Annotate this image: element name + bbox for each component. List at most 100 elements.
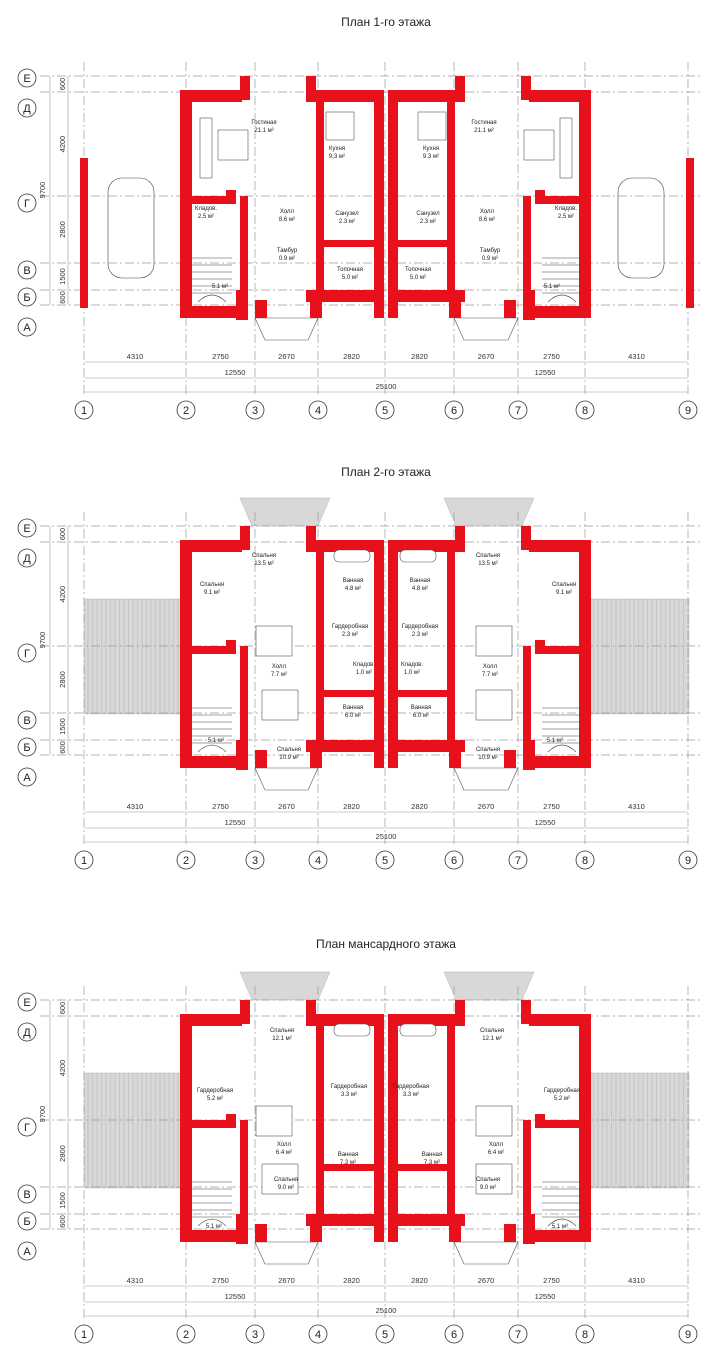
row-axis-label: А xyxy=(23,772,31,784)
room-name: Спальня xyxy=(252,553,276,559)
column-axis-label: 5 xyxy=(382,1329,388,1341)
room-name: Ванная xyxy=(410,578,431,584)
wall xyxy=(521,1000,531,1024)
room-area: 7.3 м² xyxy=(340,1160,356,1166)
wall xyxy=(180,1230,240,1242)
car-outline-left xyxy=(107,177,155,279)
dormer-roof-right xyxy=(443,971,535,1001)
column-axis-bubble xyxy=(308,400,328,420)
room-label: Кладов.1.0 м² xyxy=(401,662,423,676)
party-wall xyxy=(388,90,398,318)
room-area: 2.5 м² xyxy=(198,214,214,220)
total-dimension: 25100 xyxy=(376,832,397,841)
wall xyxy=(523,196,531,296)
row-axis-label: Б xyxy=(23,1216,30,1228)
wall xyxy=(316,96,324,296)
wall xyxy=(535,1120,585,1128)
room-name: Спальня xyxy=(274,1177,298,1183)
room-area: 6.0 м² xyxy=(413,713,429,719)
vertical-total-dimension: 9700 xyxy=(38,182,47,199)
vertical-total-dimension: 9700 xyxy=(38,1106,47,1123)
wall xyxy=(535,196,585,204)
room-area: 6.0 м² xyxy=(345,713,361,719)
wall xyxy=(240,76,250,100)
room-name: Топочная xyxy=(337,267,363,273)
total-dimension: 25100 xyxy=(376,382,397,391)
vertical-dimension: 1500 xyxy=(58,1192,67,1209)
room-name: Кухня xyxy=(423,146,439,152)
row-axis-label: Е xyxy=(23,73,30,85)
column-axis-bubble xyxy=(74,400,94,420)
row-axis-label: В xyxy=(23,1189,30,1201)
wall xyxy=(324,690,374,697)
room-area: 12.1 м² xyxy=(272,1036,291,1042)
room-name: Спальня xyxy=(480,1028,504,1034)
room-label: 5.1 м² xyxy=(208,738,224,744)
room-name: Гардеробная xyxy=(544,1088,580,1094)
wall xyxy=(455,76,465,100)
room-area: 8.6 м² xyxy=(479,217,495,223)
room-name: Тамбур xyxy=(277,248,298,254)
wall xyxy=(521,526,531,550)
room-name: Холл xyxy=(280,209,295,215)
room-area: 5.1 м² xyxy=(547,738,563,744)
room-area: 4.8 м² xyxy=(345,586,361,592)
party-wall xyxy=(374,90,384,318)
room-area: 9.1 м² xyxy=(204,590,220,596)
row-axis-label: В xyxy=(23,715,30,727)
wall xyxy=(316,546,324,746)
wall xyxy=(180,306,240,318)
row-axis-bubble xyxy=(17,643,37,663)
wall xyxy=(504,300,516,318)
bed xyxy=(475,689,513,721)
wall xyxy=(531,756,591,768)
span-dimension: 2750 xyxy=(212,352,229,361)
row-axis-label: А xyxy=(23,322,31,334)
row-axis-label: Е xyxy=(23,523,30,535)
row-axis-bubble xyxy=(17,287,37,307)
span-dimension: 2670 xyxy=(278,802,295,811)
row-axis-label: А xyxy=(23,1246,31,1258)
wall xyxy=(455,526,465,550)
wall xyxy=(180,540,242,552)
wall xyxy=(535,646,585,654)
bay-window-left xyxy=(254,1241,319,1265)
column-axis-label: 2 xyxy=(183,405,189,417)
wall xyxy=(186,196,236,204)
room-area: 10.9 м² xyxy=(478,755,497,761)
bay-window-right xyxy=(453,1241,519,1265)
wall xyxy=(324,1164,374,1171)
vertical-dimension: 1500 xyxy=(58,718,67,735)
room-name: Спальня xyxy=(476,1177,500,1183)
row-axis-bubble xyxy=(17,1022,37,1042)
bay-window-right xyxy=(453,317,519,341)
room-label: 5.1 м² xyxy=(547,738,563,744)
room-label: Тамбур 0.9 м² xyxy=(277,248,298,262)
party-wall xyxy=(374,1014,384,1242)
row-axis-bubble xyxy=(17,68,37,88)
column-axis-label: 4 xyxy=(315,405,321,417)
room-name: Спальня xyxy=(200,582,224,588)
room-area: 0.9 м² xyxy=(279,256,295,262)
span-dimension: 4310 xyxy=(127,352,144,361)
room-name: Гостиная xyxy=(251,120,276,126)
column-axis-label: 6 xyxy=(451,405,457,417)
room-area: 3.3 м² xyxy=(403,1092,419,1098)
room-area: 1.0 м² xyxy=(404,670,420,676)
staircase xyxy=(192,1181,232,1227)
wall xyxy=(306,1000,316,1024)
row-axis-label: В xyxy=(23,265,30,277)
column-axis-bubble xyxy=(508,1324,528,1344)
bathtub xyxy=(399,549,437,563)
bay-window-right xyxy=(453,767,519,791)
party-wall xyxy=(374,540,384,768)
room-name: Санузел xyxy=(335,211,359,217)
carport-post-left xyxy=(80,158,88,308)
column-axis-label: 8 xyxy=(582,405,588,417)
room-area: 5.1 м² xyxy=(208,738,224,744)
